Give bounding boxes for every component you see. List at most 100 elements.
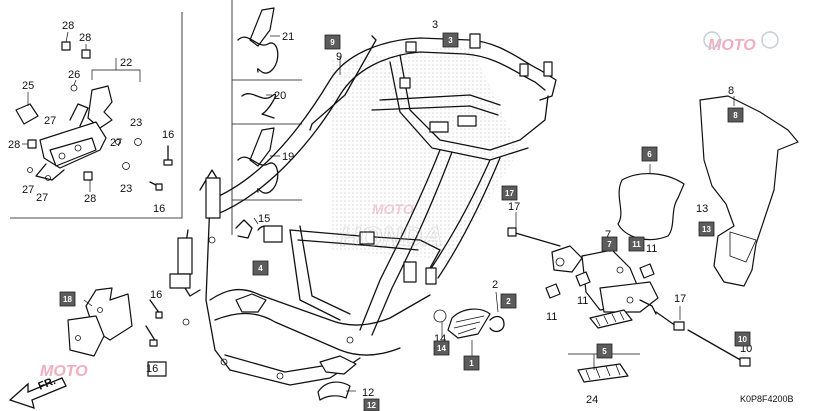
callout-23: 23 [130,117,142,129]
callout-23: 23 [120,183,132,195]
badge-12: 12 [363,398,380,411]
badge-17: 17 [501,185,518,201]
long-bolt-10 [687,329,751,367]
svg-text:11: 11 [632,240,641,249]
callout-27: 27 [22,184,34,196]
callout-16: 16 [162,129,174,141]
screw-26 [70,79,78,92]
bolt-17-upper [507,212,561,247]
svg-text:14: 14 [437,344,446,353]
badge-4: 4 [252,260,269,276]
cable-clip-21 [237,7,280,74]
cover-6 [617,164,685,241]
svg-text:8: 8 [733,111,738,120]
svg-text:12: 12 [367,401,376,410]
callout-26: 26 [68,69,80,81]
main-frame-body [169,33,557,386]
rod-9 [309,35,377,131]
callout-11: 11 [646,243,657,255]
badge-8: 8 [727,107,744,123]
nut-28-left [22,139,37,149]
badge-6: 6 [641,146,658,162]
svg-text:13: 13 [702,225,711,234]
nuts-11 [545,263,655,299]
badge-3: 3 [442,32,459,48]
svg-text:2: 2 [506,297,511,306]
background-texture [330,45,520,260]
callout-9: 9 [336,51,342,63]
callout-7: 7 [605,229,611,241]
engine-hanger-7 [551,237,659,315]
callout-11: 11 [577,295,588,307]
bolts-16-front [145,299,167,377]
watermark-center: MOTO HONDA [340,201,444,253]
callout-8: 8 [728,85,734,97]
nut-28-top [61,31,91,59]
callout-3: 3 [432,19,438,31]
badge-2: 2 [500,293,517,309]
badge-9: 9 [324,34,341,50]
svg-text:HONDA: HONDA [340,221,443,252]
callout-17: 17 [674,293,686,305]
undercover-8 [699,95,799,287]
cap-12 [317,381,356,401]
badge-7: 7 [601,236,618,252]
svg-text:10: 10 [738,335,747,344]
bolt-17-lower [655,306,685,331]
badge-13: 13 [698,221,715,237]
callout-27: 27 [36,192,48,204]
callout-28: 28 [62,20,74,32]
bracket-18 [67,287,133,357]
bracket-assembly-box [10,12,183,219]
badge-18: 18 [59,291,76,307]
callout-16: 16 [146,363,158,375]
svg-text:7: 7 [607,240,612,249]
diagram-code: K0P8F4200B [740,394,794,404]
key-badges: 9 3 8 6 17 13 7 11 4 18 2 14 1 5 10 12 [59,32,751,411]
nut-28-bottom [83,171,93,192]
callout-21: 21 [282,31,294,43]
clip-15 [235,217,283,243]
plate-25 [15,92,39,125]
svg-text:4: 4 [258,264,263,273]
callout-28: 28 [79,32,91,44]
callout-12: 12 [362,387,374,399]
callout-11: 11 [546,311,557,323]
svg-text:1: 1 [469,359,474,368]
callout-labels: 28 28 26 25 22 27 27 27 27 28 28 23 23 1… [8,19,752,406]
callout-25: 25 [22,80,34,92]
washers-23-27 [27,138,142,181]
callout-27: 27 [110,137,122,149]
callout-27: 27 [44,115,56,127]
callout-20: 20 [274,90,286,102]
svg-text:MOTO: MOTO [372,201,414,217]
rubber-pads-5 [568,309,640,383]
callout-24: 24 [586,394,598,406]
callout-22: 22 [120,57,132,69]
svg-text:9: 9 [330,38,335,47]
callout-19: 19 [282,151,294,163]
badge-5: 5 [596,343,613,359]
svg-text:18: 18 [63,295,72,304]
svg-text:MOTO: MOTO [40,363,88,380]
svg-text:3: 3 [448,36,453,45]
callout-13: 13 [696,203,708,215]
badge-10: 10 [734,331,751,347]
svg-text:5: 5 [602,347,607,356]
svg-text:6: 6 [647,150,652,159]
bolts-16-box [149,145,173,191]
callout-17: 17 [508,201,520,213]
bracket-assembly-22 [35,58,141,181]
callout-16: 16 [150,289,162,301]
callout-16: 16 [153,203,165,215]
cable-clip-20 [241,93,277,119]
svg-text:17: 17 [505,189,514,198]
callout-15: 15 [258,213,270,225]
watermark-bottom: MOTO [40,363,88,380]
callout-28: 28 [84,193,96,205]
callout-2: 2 [492,279,498,291]
watermark-top: MOTO [703,31,779,54]
badge-14: 14 [433,340,450,356]
